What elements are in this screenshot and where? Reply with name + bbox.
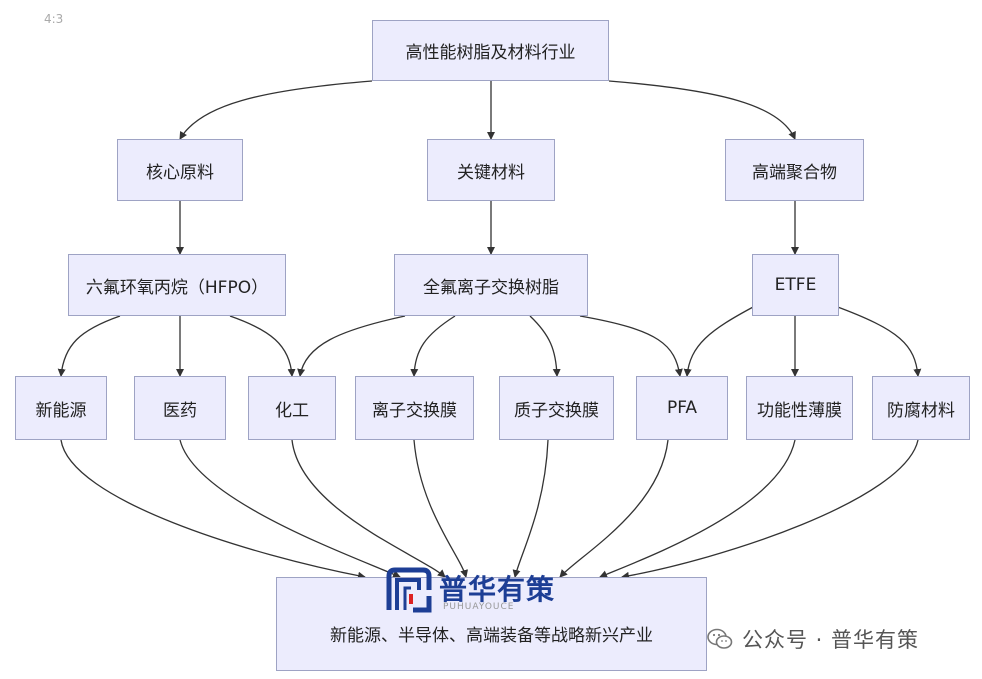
edge-pfsa-iem (410, 315, 456, 377)
edge-pfsa-chem (297, 315, 406, 377)
edge-film-final (599, 439, 796, 578)
edge-chem-final (291, 439, 446, 578)
node-high-end-polymer: 高端聚合物 (725, 139, 864, 201)
node-medicine: 医药 (134, 376, 226, 440)
edge-pem-final (512, 439, 549, 578)
puhua-logo-subtitle: PUHUAYOUCE (443, 602, 515, 612)
wechat-watermark: 公众号 · 普华有策 (706, 622, 919, 656)
edge-etfe-pfa (683, 305, 756, 377)
node-ion-exchange-membrane: 离子交换膜 (355, 376, 474, 440)
node-root: 高性能树脂及材料行业 (372, 20, 609, 81)
puhua-logo-icon (386, 567, 432, 613)
node-chemical: 化工 (248, 376, 336, 440)
node-hfpo: 六氟环氧丙烷（HFPO） (68, 254, 286, 316)
edge-pfsa-pem (529, 315, 561, 377)
edge-etfe-anti (834, 305, 922, 377)
node-core-materials: 核心原料 (117, 139, 243, 201)
node-anticorrosion: 防腐材料 (872, 376, 970, 440)
node-strategic-industries: 新能源、半导体、高端装备等战略新兴产业 (276, 577, 707, 671)
node-pfa: PFA (636, 376, 728, 440)
puhua-logo-name: 普华有策 (439, 573, 556, 606)
edge-med-final (179, 439, 401, 578)
edge-iem-final (413, 439, 469, 578)
node-functional-film: 功能性薄膜 (746, 376, 853, 440)
aspect-ratio-label: 4:3 (44, 12, 64, 26)
node-new-energy: 新能源 (15, 376, 107, 440)
edge-hfpo-chem (229, 315, 296, 377)
edge-pfsa-pfa (579, 315, 683, 377)
node-pfsa: 全氟离子交换树脂 (394, 254, 588, 316)
edge-nev-final (60, 439, 366, 580)
edge-pfa-final (559, 439, 669, 578)
node-key-materials: 关键材料 (427, 139, 555, 201)
node-etfe: ETFE (752, 254, 839, 316)
wechat-icon (707, 628, 733, 649)
edge-hfpo-nev (57, 315, 121, 377)
watermark-text: 公众号 · 普华有策 (742, 628, 920, 652)
node-strategic-industries-label: 新能源、半导体、高端装备等战略新兴产业 (330, 626, 653, 646)
node-proton-exchange-membrane: 质子交换膜 (499, 376, 614, 440)
puhua-logo: 普华有策 PUHUAYOUCE (383, 566, 583, 614)
edge-root-poly (608, 80, 796, 140)
edge-anti-final (621, 439, 919, 580)
edge-root-core (179, 80, 373, 140)
